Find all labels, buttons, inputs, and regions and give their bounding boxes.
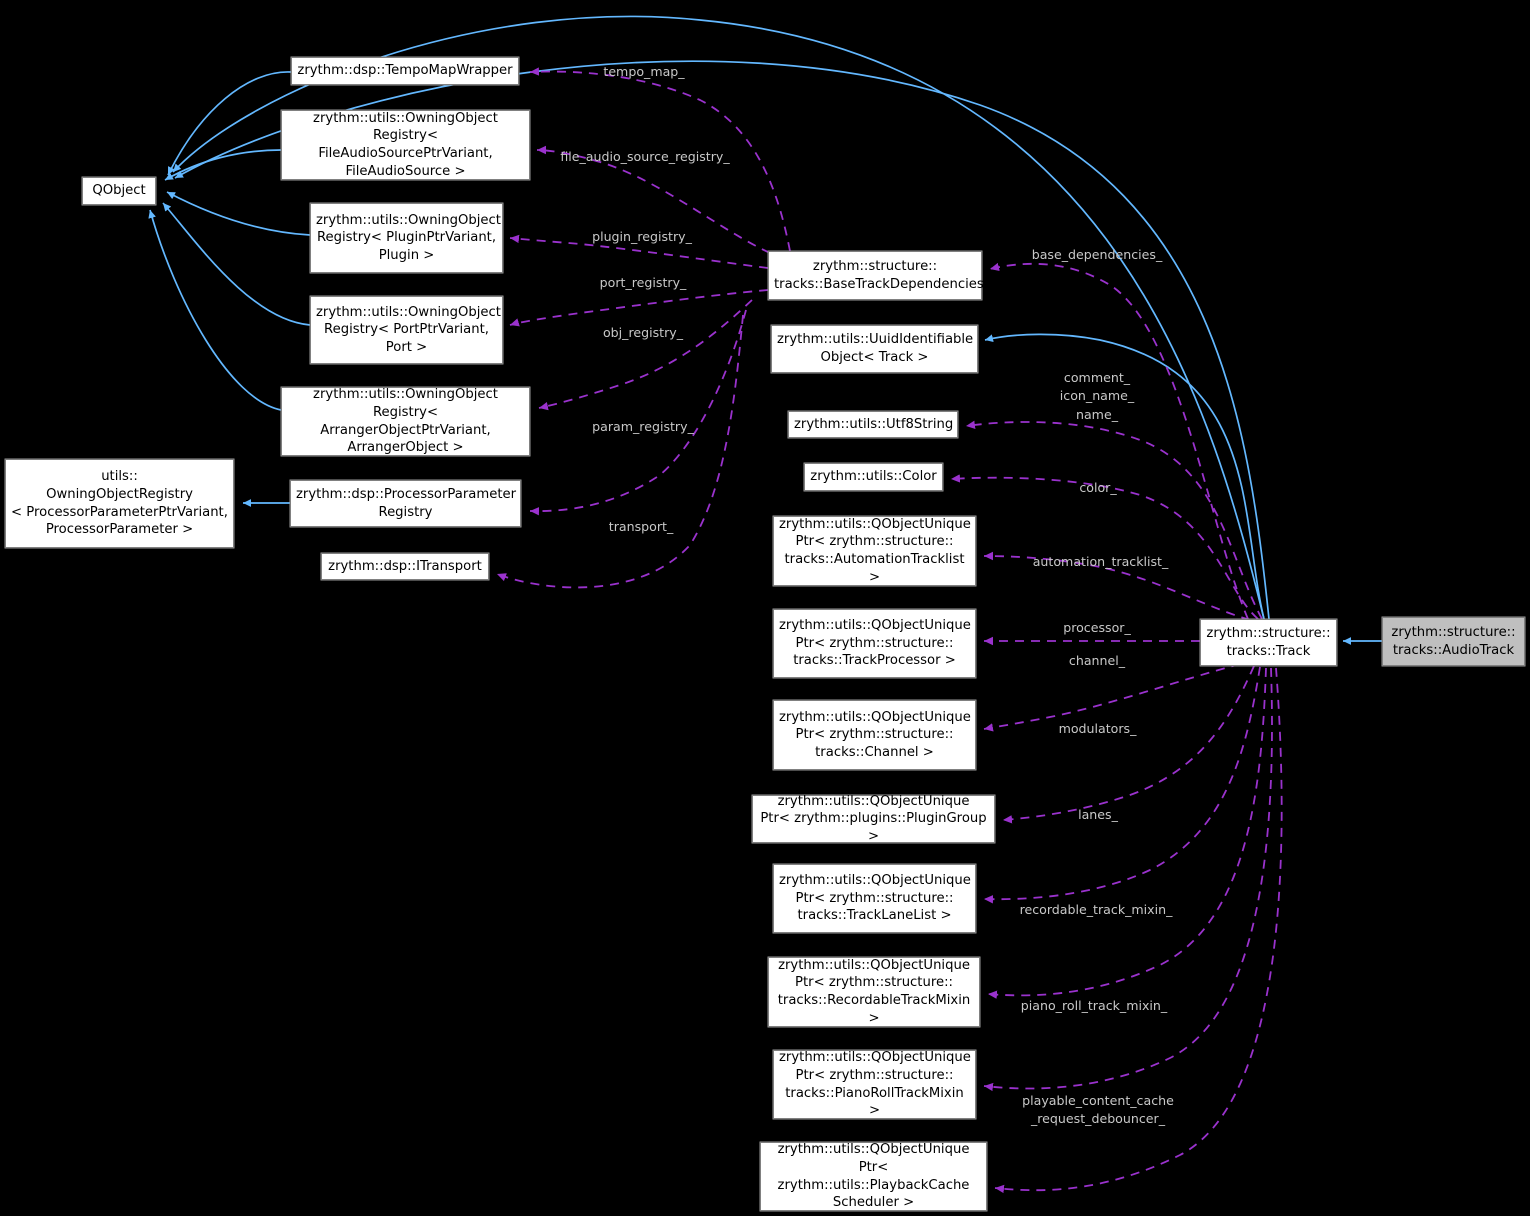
class-node-recordabletrackmixin[interactable]: zrythm::utils::QObjectUnique Ptr< zrythm… <box>768 957 980 1027</box>
class-node-automationtracklist[interactable]: zrythm::utils::QObjectUnique Ptr< zrythm… <box>773 516 976 586</box>
edge-tempomapwrapper-qobject <box>167 71 292 176</box>
class-node-itransport[interactable]: zrythm::dsp::ITransport <box>321 553 489 580</box>
edge-track-utf8string <box>965 420 1263 620</box>
class-node-label: zrythm::utils::QObjectUnique Ptr< zrythm… <box>779 516 971 585</box>
class-node-track[interactable]: zrythm::structure:: tracks::Track <box>1200 619 1337 666</box>
class-node-label: zrythm::dsp::ITransport <box>328 558 482 574</box>
edge-label-playable_cache: playable_content_cache _request_debounce… <box>1022 1093 1174 1127</box>
class-node-basetrackdeps[interactable]: zrythm::structure:: tracks::BaseTrackDep… <box>768 251 984 300</box>
edge-label-automation_tracklist: automation_tracklist_ <box>1032 554 1169 569</box>
class-node-arrangerobjreg[interactable]: zrythm::utils::OwningObject Registry< Ar… <box>281 387 530 456</box>
class-node-pianorolltrackmixin[interactable]: zrythm::utils::QObjectUnique Ptr< zrythm… <box>773 1050 976 1119</box>
edge-basetrackdeps-tempomapwrapper <box>529 67 791 252</box>
edge-label-file_audio_source: file_audio_source_registry_ <box>560 149 730 164</box>
class-node-playbackcachesched[interactable]: zrythm::utils::QObjectUnique Ptr< zrythm… <box>760 1142 987 1211</box>
class-node-label: zrythm::utils::Color <box>810 469 937 485</box>
class-node-tempomapwrapper[interactable]: zrythm::dsp::TempoMapWrapper <box>291 57 519 85</box>
class-node-channel[interactable]: zrythm::utils::QObjectUnique Ptr< zrythm… <box>773 700 976 770</box>
edge-track-plugingroup <box>1002 665 1255 824</box>
edge-basetrackdeps-pluginreg <box>509 234 769 269</box>
edge-track-color <box>950 474 1259 620</box>
class-node-label: zrythm::utils::QObjectUnique Ptr< zrythm… <box>777 957 971 1026</box>
class-node-pluginreg[interactable]: zrythm::utils::OwningObject Registry< Pl… <box>310 203 503 273</box>
edge-portreg-qobject <box>162 202 311 326</box>
class-node-tracklanelist[interactable]: zrythm::utils::QObjectUnique Ptr< zrythm… <box>773 864 976 933</box>
edge-label-comment_icon_name: comment_ icon_name_ name_ <box>1059 370 1135 422</box>
edge-label-transport: transport_ <box>608 519 674 534</box>
class-node-utilsowningreg[interactable]: utils:: OwningObjectRegistry < Processor… <box>5 459 234 548</box>
edge-basetrackdeps-arrangerobjreg <box>538 299 753 411</box>
class-node-label: zrythm::utils::QObjectUnique Ptr< zrythm… <box>779 873 971 924</box>
edge-label-param_registry: param_registry_ <box>592 419 694 434</box>
edge-basetrackdeps-fileaudiosourcereg <box>536 145 771 254</box>
edge-track-playbackcachesched <box>994 667 1283 1194</box>
edge-label-processor: processor_ <box>1063 620 1131 635</box>
edge-label-tempo_map: tempo_map_ <box>603 64 685 79</box>
edge-label-obj_registry: obj_registry_ <box>602 325 684 340</box>
edge-label-recordable_mixin: recordable_track_mixin_ <box>1019 902 1173 917</box>
edge-pluginreg-qobject <box>166 191 311 236</box>
class-node-portreg[interactable]: zrythm::utils::OwningObject Registry< Po… <box>310 296 503 364</box>
class-node-color[interactable]: zrythm::utils::Color <box>804 463 943 491</box>
class-node-plugingroup[interactable]: zrythm::utils::QObjectUnique Ptr< zrythm… <box>752 793 995 844</box>
edge-label-plugin_registry: plugin_registry_ <box>592 229 692 244</box>
class-node-label: zrythm::utils::Utf8String <box>794 416 954 432</box>
edge-fileaudiosourcereg-qobject <box>164 149 282 181</box>
edge-track-recordabletrackmixin <box>987 667 1267 999</box>
edge-label-port_registry: port_registry_ <box>599 275 687 290</box>
class-node-label: zrythm::structure:: tracks::Track <box>1206 625 1331 659</box>
edge-track-channel <box>983 663 1241 732</box>
class-node-utf8string[interactable]: zrythm::utils::Utf8String <box>788 411 958 438</box>
class-node-label: zrythm::utils::QObjectUnique Ptr< zrythm… <box>779 618 971 669</box>
class-node-label: zrythm::utils::QObjectUnique Ptr< zrythm… <box>779 709 971 760</box>
edge-track-pianorolltrackmixin <box>983 667 1273 1092</box>
edge-label-piano_roll_mixin: piano_roll_track_mixin_ <box>1020 998 1168 1013</box>
class-node-label: zrythm::utils::UuidIdentifiable Object< … <box>777 332 974 365</box>
edge-track-uuididentifiable <box>984 333 1265 620</box>
edge-track-automationtracklist <box>983 551 1251 621</box>
edge-label-base_dependencies: base_dependencies_ <box>1031 247 1163 262</box>
class-node-label: zrythm::utils::OwningObject Registry< Po… <box>316 304 501 355</box>
class-node-label: zrythm::utils::QObjectUnique Ptr< zrythm… <box>760 793 987 844</box>
edge-track-tracklanelist <box>983 666 1261 904</box>
edge-label-lanes: lanes_ <box>1078 807 1118 822</box>
edge-label-channel_lbl: channel_ <box>1068 653 1126 668</box>
edge-label-modulators: modulators_ <box>1058 721 1137 736</box>
edge-basetrackdeps-procparamreg <box>529 309 747 516</box>
class-node-label: zrythm::dsp::TempoMapWrapper <box>297 63 513 79</box>
class-node-fileaudiosourcereg[interactable]: zrythm::utils::OwningObject Registry< Fi… <box>281 110 530 180</box>
class-node-label: zrythm::utils::OwningObject Registry< Ar… <box>313 387 498 456</box>
class-node-audiotrack[interactable]: zrythm::structure:: tracks::AudioTrack <box>1382 617 1525 666</box>
class-node-procparamreg[interactable]: zrythm::dsp::ProcessorParameter Registry <box>290 480 521 527</box>
edge-arrangerobjreg-qobject <box>148 209 282 411</box>
class-node-label: zrythm::utils::QObjectUnique Ptr< zrythm… <box>777 1142 970 1211</box>
class-node-qobject[interactable]: QObject <box>82 177 156 205</box>
class-node-label: zrythm::structure:: tracks::BaseTrackDep… <box>774 258 984 292</box>
class-node-label: zrythm::dsp::ProcessorParameter Registry <box>296 486 517 520</box>
class-node-trackprocessor[interactable]: zrythm::utils::QObjectUnique Ptr< zrythm… <box>773 609 976 678</box>
edge-track-basetrackdeps <box>989 262 1249 620</box>
class-node-label: utils:: OwningObjectRegistry < Processor… <box>11 469 228 538</box>
edge-label-color_lbl: color_ <box>1079 480 1117 495</box>
class-node-uuididentifiable[interactable]: zrythm::utils::UuidIdentifiable Object< … <box>771 325 978 373</box>
class-node-label: zrythm::utils::QObjectUnique Ptr< zrythm… <box>779 1050 971 1119</box>
class-node-label: QObject <box>92 183 146 199</box>
class-node-label: zrythm::utils::OwningObject Registry< Fi… <box>313 110 498 179</box>
edge-basetrackdeps-portreg <box>509 289 769 327</box>
class-node-label: zrythm::structure:: tracks::AudioTrack <box>1391 624 1516 658</box>
class-node-label: zrythm::utils::OwningObject Registry< Pl… <box>316 212 501 263</box>
edge-basetrackdeps-itransport <box>496 314 744 589</box>
